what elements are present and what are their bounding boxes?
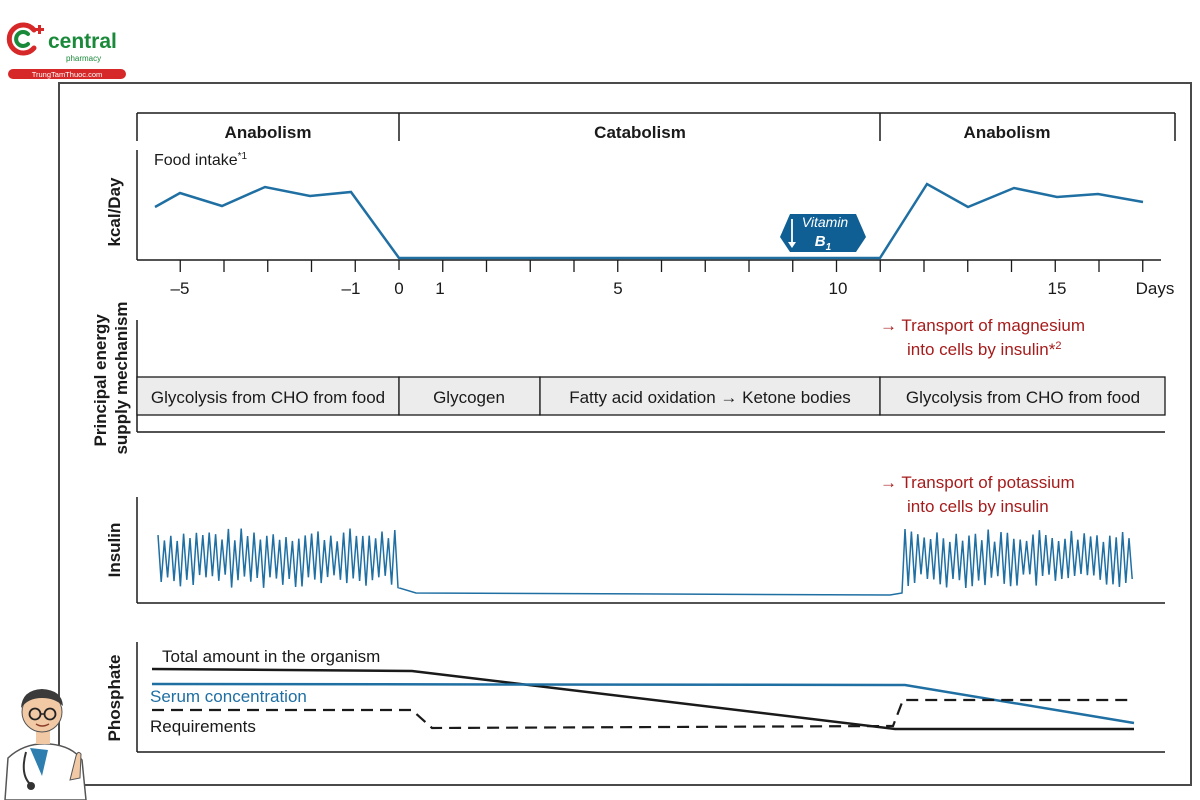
tick-label-1: 1 [435,279,444,298]
phosphate-axis-label: Phosphate [105,655,124,742]
serum-concentration-label: Serum concentration [150,687,307,706]
logo-site: TrungTamThuoc.com [32,70,103,79]
logo-mark-icon [6,22,44,56]
food-intake-line [154,182,1144,260]
vitamin-b1-badge: Vitamin B1 [780,214,866,253]
requirements-label: Requirements [150,717,256,736]
food-intake-label: Food intake*1 [154,151,248,169]
phase-label-anabolism-2: Anabolism [964,123,1051,142]
tick-label-10: 10 [829,279,848,298]
logo-sub: pharmacy [66,54,101,63]
day-tick-labels: –5 –1 0 1 5 10 15 Days [171,279,1175,298]
box-glycolysis-2 [879,376,1166,416]
phase-label-anabolism-1: Anabolism [225,123,312,142]
tick-label-0: 0 [394,279,403,298]
days-unit-label: Days [1136,279,1175,298]
serum-concentration-line [151,682,1135,725]
box-label-fatty-acid: Fatty acid oxidation → Ketone bodies [569,388,851,407]
energy-boxes [136,376,1166,416]
requirements-line [152,698,1134,730]
insulin-axis-label: Insulin [105,523,124,578]
logo-name: central [48,30,117,53]
day-ticks [179,260,1144,272]
box-glycolysis-1 [136,376,400,416]
box-label-glycolysis-2: Glycolysis from CHO from food [906,388,1140,407]
tick-label-15: 15 [1048,279,1067,298]
figure-frame [58,82,1192,786]
vitamin-word: Vitamin [802,214,849,230]
tick-label-minus-1: –1 [342,279,361,298]
phase-label-catabolism: Catabolism [594,123,686,142]
kcal-day-axis-label: kcal/Day [105,177,124,247]
insulin-line [157,528,1133,596]
potassium-note: → Transport of potassium into cells by i… [880,473,1079,516]
central-pharmacy-logo: central pharmacy TrungTamThuoc.com [6,22,126,79]
box-fatty-acid [539,376,881,416]
phase-header [136,112,1176,141]
box-label-glycogen: Glycogen [433,388,505,407]
vitamin-b1-label: B1 [815,233,832,253]
tick-label-5: 5 [613,279,622,298]
magnesium-note: → Transport of magnesium into cells by i… [880,316,1090,359]
energy-axis-label: Principal energy supply mechanism [91,301,131,454]
box-label-glycolysis-1: Glycolysis from CHO from food [151,388,385,407]
tick-label-minus-5: –5 [171,279,190,298]
total-amount-label: Total amount in the organism [162,647,380,666]
doctor-mascot-icon [4,689,87,800]
total-amount-line [151,667,1134,731]
